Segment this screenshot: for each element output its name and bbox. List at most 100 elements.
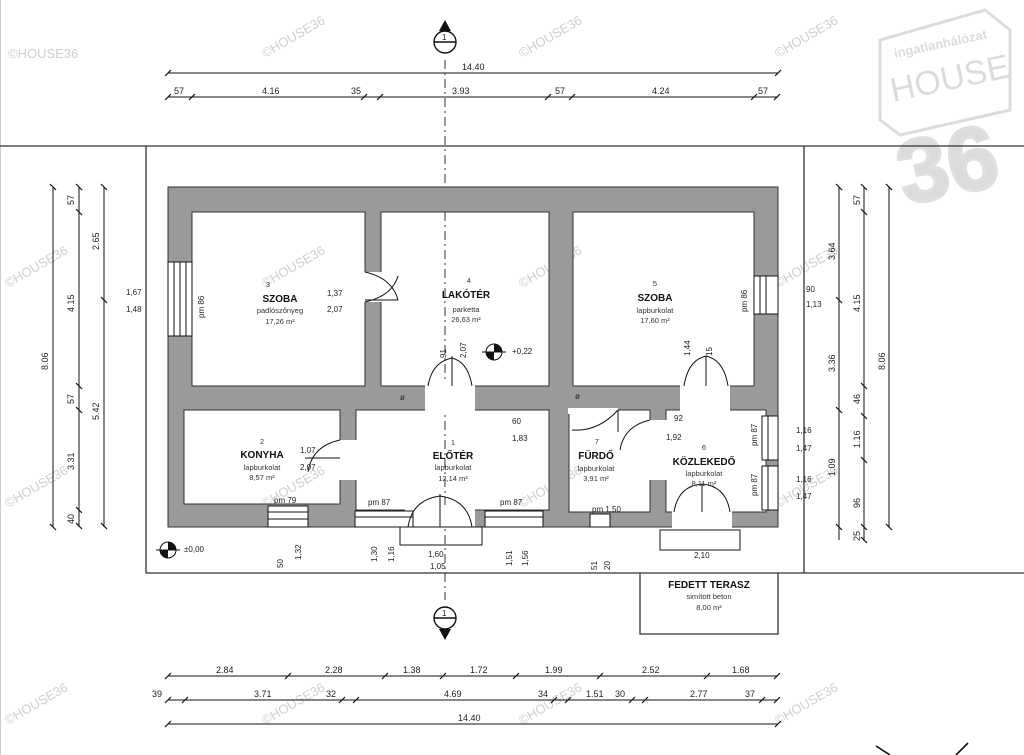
w-eloter-r-label: 1,51 bbox=[505, 550, 514, 566]
room-7-area: 3,91 m² bbox=[583, 474, 609, 483]
d-lakoter-label: 2,07 bbox=[459, 342, 468, 358]
dim-right-outer: 8.06 bbox=[877, 352, 887, 370]
w-r1-label: 1,47 bbox=[796, 444, 812, 453]
left-dimensions bbox=[49, 183, 108, 531]
dim-right-inner: 57 bbox=[852, 195, 862, 205]
dim-bottom-row1: 2.52 bbox=[642, 665, 660, 675]
dim-top-seg: 57 bbox=[174, 86, 184, 96]
watermark-14: ©HOUSE36 bbox=[259, 679, 327, 727]
dim-left-inner: 57 bbox=[66, 195, 76, 205]
room-5-area: 17,60 m² bbox=[640, 316, 670, 325]
dim-left-inner: 57 bbox=[66, 394, 76, 404]
room-7-name: FÜRDŐ bbox=[578, 449, 614, 462]
d-fur-label: 60 bbox=[512, 417, 521, 426]
dim-bottom-row1: 2.28 bbox=[325, 665, 343, 675]
room-7-num: 7 bbox=[595, 437, 599, 446]
chimney-symbols: ø ø bbox=[400, 392, 580, 402]
room-1-floor: lapburkolat bbox=[435, 463, 473, 472]
level-marker-icon bbox=[156, 541, 180, 559]
watermark-2: ©HOUSE36 bbox=[259, 12, 327, 60]
w-r2-label: pm 87 bbox=[750, 473, 759, 496]
d-5-label: 1,44 bbox=[683, 340, 692, 356]
dim-right-inner: 46 bbox=[852, 394, 862, 404]
terrace-floor: simított beton bbox=[686, 592, 731, 601]
dim-left-mid: 2.65 bbox=[91, 232, 101, 250]
top-dimension-labels: 14.40 57 4.16 35 3.93 57 4.24 57 bbox=[174, 62, 768, 96]
watermark-1: ©HOUSE36 bbox=[8, 46, 78, 61]
w-left-label: 1,67 bbox=[126, 288, 142, 297]
w-konyha-label: pm 79 bbox=[274, 496, 297, 505]
d-entry-label: 1,05 bbox=[430, 562, 446, 571]
dim-bottom-row1: 1.99 bbox=[545, 665, 563, 675]
w-eloter-l-label: 1,30 bbox=[370, 546, 379, 562]
dim-bottom-row2: 3.71 bbox=[254, 689, 272, 699]
d-entry-label: 1,60 bbox=[428, 550, 444, 559]
dim-bottom-total: 14.40 bbox=[458, 713, 481, 723]
d-34-label: 2,07 bbox=[327, 305, 343, 314]
dim-left-inner: 40 bbox=[66, 514, 76, 524]
w-r2-label: 1,47 bbox=[796, 492, 812, 501]
watermark-4: ©HOUSE36 bbox=[772, 12, 840, 60]
dim-left-inner: 3.31 bbox=[66, 452, 76, 470]
chimney-symbol: ø bbox=[575, 392, 580, 401]
w-eloter-r-label: pm 87 bbox=[500, 498, 523, 507]
level-outside: ±0,00 bbox=[184, 545, 205, 554]
opening-labels: 1,67 1,48 pm 86 1,37 2,07 91 2,07 pm 86 … bbox=[126, 285, 822, 571]
room-3-num: 3 bbox=[266, 280, 270, 289]
right-dimension-labels: 8.06 3.64 3.36 1.09 57 4.15 46 1.16 96 2… bbox=[827, 195, 887, 541]
bottom-dimensions bbox=[164, 672, 782, 728]
dim-right-mid: 3.36 bbox=[827, 354, 837, 372]
watermark-15: ©HOUSE36 bbox=[516, 679, 584, 727]
level-lakoter: +0,22 bbox=[512, 347, 533, 356]
w-konyha-label: 1,32 bbox=[294, 544, 303, 560]
dim-bottom-row1: 1.68 bbox=[732, 665, 750, 675]
house36-logo: ingatlanhálózat HOUSE 36 bbox=[878, 8, 1013, 226]
room-5-num: 5 bbox=[653, 279, 657, 288]
w-left-label: pm 86 bbox=[197, 295, 206, 318]
w-eloter-l-label: 1,16 bbox=[387, 546, 396, 562]
dim-top-total: 14.40 bbox=[462, 62, 485, 72]
room-4-num: 4 bbox=[467, 276, 471, 285]
w-eloter-r-label: 1,56 bbox=[521, 550, 530, 566]
dim-right-mid: 1.09 bbox=[827, 458, 837, 476]
chimney-symbol: ø bbox=[400, 393, 405, 402]
room-4-name: LAKÓTÉR bbox=[442, 288, 491, 301]
w-fur-label: pm 1,50 bbox=[592, 505, 621, 514]
section-mark-bottom: 1 bbox=[442, 609, 447, 618]
room-2-name: KONYHA bbox=[240, 450, 283, 461]
d-terasz-label: 2,10 bbox=[694, 551, 710, 560]
level-marks: +0,22 ±0,00 bbox=[156, 343, 533, 559]
top-dimensions bbox=[164, 69, 782, 101]
w-r2-label: 1,16 bbox=[796, 475, 812, 484]
dim-left-outer: 8.06 bbox=[40, 352, 50, 370]
dim-bottom-row2: 4.69 bbox=[444, 689, 462, 699]
d-koz-label: 1,92 bbox=[666, 433, 682, 442]
w-right-label: 1,13 bbox=[806, 300, 822, 309]
room-2-area: 8,57 m² bbox=[249, 473, 275, 482]
watermark-13: ©HOUSE36 bbox=[2, 679, 70, 727]
room-6-num: 6 bbox=[702, 443, 706, 452]
room-3-floor: padlószőnyeg bbox=[257, 306, 303, 315]
w-eloter-l-label: pm 87 bbox=[368, 498, 391, 507]
dim-bottom-row2: 2.77 bbox=[690, 689, 708, 699]
windows bbox=[167, 261, 779, 528]
w-right-label: 90 bbox=[806, 285, 815, 294]
d-koz-label: 92 bbox=[674, 414, 683, 423]
w-r1-label: 1,16 bbox=[796, 426, 812, 435]
dim-top-seg: 4.24 bbox=[652, 86, 670, 96]
watermark-3: ©HOUSE36 bbox=[516, 12, 584, 60]
dim-bottom-row2: 1.51 bbox=[586, 689, 604, 699]
room-7-floor: lapburkolat bbox=[578, 464, 616, 473]
terrace-name: FEDETT TERASZ bbox=[668, 580, 750, 591]
dim-top-seg: 57 bbox=[758, 86, 768, 96]
dim-bottom-row1: 2.84 bbox=[216, 665, 234, 675]
dim-right-inner: 96 bbox=[852, 498, 862, 508]
room-6-area: 8,11 m² bbox=[692, 479, 717, 488]
room-4-floor: parketta bbox=[452, 305, 480, 314]
dim-bottom-row2: 30 bbox=[615, 689, 625, 699]
room-6-floor: lapburkolat bbox=[686, 469, 724, 478]
left-dimension-labels: 8.06 2.65 5.42 57 4.15 57 3.31 40 bbox=[40, 195, 101, 524]
room-labels: 3 SZOBA padlószőnyeg 17,26 m² 4 LAKÓTÉR … bbox=[240, 276, 750, 612]
d-konyha-label: 1,07 bbox=[300, 446, 316, 455]
